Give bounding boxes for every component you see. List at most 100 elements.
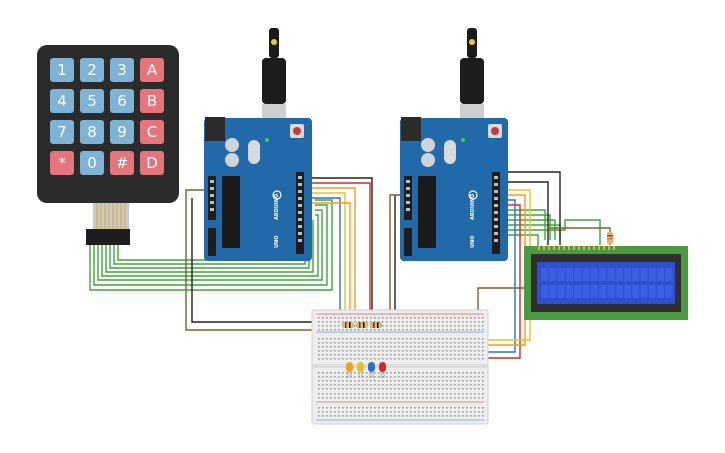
breadboard-hole <box>386 380 388 382</box>
breadboard-hole <box>326 325 328 327</box>
breadboard-hole <box>394 338 396 340</box>
keypad-key[interactable]: 3 <box>110 58 134 82</box>
lcd-16x2[interactable] <box>524 232 688 320</box>
breadboard-hole <box>466 346 468 348</box>
keypad-key[interactable]: 4 <box>50 89 74 113</box>
breadboard-hole <box>342 388 344 390</box>
keypad-key[interactable]: * <box>50 151 74 175</box>
breadboard-hole <box>462 358 464 360</box>
breadboard-hole <box>354 376 356 378</box>
breadboard-hole <box>402 415 404 417</box>
breadboard-hole <box>354 411 356 413</box>
breadboard-hole <box>386 415 388 417</box>
breadboard-hole <box>342 342 344 344</box>
breadboard-hole <box>406 407 408 409</box>
breadboard-hole <box>374 358 376 360</box>
keypad-key[interactable]: 2 <box>80 58 104 82</box>
breadboard-hole <box>410 338 412 340</box>
breadboard-hole <box>418 415 420 417</box>
keypad-key[interactable]: 6 <box>110 89 134 113</box>
keypad-key[interactable]: 0 <box>80 151 104 175</box>
breadboard-hole <box>398 317 400 319</box>
key-cap <box>140 58 164 82</box>
breadboard-hole <box>422 338 424 340</box>
breadboard-hole <box>366 329 368 331</box>
breadboard-hole <box>374 376 376 378</box>
keypad-key[interactable]: 8 <box>80 120 104 144</box>
breadboard-hole <box>390 321 392 323</box>
breadboard-hole <box>458 325 460 327</box>
key-cap <box>80 151 104 175</box>
breadboard-hole <box>462 411 464 413</box>
breadboard-hole <box>430 415 432 417</box>
breadboard-hole <box>354 380 356 382</box>
keypad-key[interactable]: 1 <box>50 58 74 82</box>
breadboard-hole <box>338 350 340 352</box>
breadboard-hole <box>390 411 392 413</box>
breadboard-hole <box>406 384 408 386</box>
breadboard-hole <box>346 393 348 395</box>
breadboard-hole <box>334 397 336 399</box>
leds <box>346 362 386 378</box>
arduino-uno-right[interactable]: ARDUINO UNO <box>400 28 508 261</box>
keypad-key[interactable]: 7 <box>50 120 74 144</box>
breadboard-hole <box>474 346 476 348</box>
breadboard-hole <box>398 346 400 348</box>
arduino-uno-left[interactable]: ARDUINO UNO <box>204 28 312 261</box>
breadboard-hole <box>326 358 328 360</box>
breadboard-hole <box>390 415 392 417</box>
lcd-cell <box>607 285 615 298</box>
breadboard-hole <box>466 329 468 331</box>
breadboard-hole <box>418 393 420 395</box>
breadboard-hole <box>414 354 416 356</box>
keypad-key[interactable]: A <box>140 58 164 82</box>
keypad-key[interactable]: 5 <box>80 89 104 113</box>
breadboard-hole <box>438 321 440 323</box>
breadboard-hole <box>342 346 344 348</box>
keypad-key[interactable]: 9 <box>110 120 134 144</box>
keypad-key[interactable]: # <box>110 151 134 175</box>
breadboard-hole <box>438 338 440 340</box>
breadboard-hole <box>462 376 464 378</box>
lcd-cell <box>549 268 557 281</box>
breadboard-hole <box>402 384 404 386</box>
breadboard-hole <box>394 380 396 382</box>
breadboard-hole <box>430 350 432 352</box>
breadboard-hole <box>338 415 340 417</box>
lcd-cell <box>541 268 548 281</box>
breadboard-hole <box>354 358 356 360</box>
breadboard-hole <box>386 338 388 340</box>
breadboard-hole <box>482 380 484 382</box>
breadboard[interactable] <box>311 309 489 425</box>
breadboard-hole <box>382 388 384 390</box>
breadboard-hole <box>398 407 400 409</box>
breadboard-hole <box>462 407 464 409</box>
breadboard-hole <box>326 388 328 390</box>
keypad-key[interactable]: B <box>140 89 164 113</box>
keypad-key[interactable]: D <box>140 151 164 175</box>
key-label: B <box>147 92 157 110</box>
breadboard-hole <box>422 342 424 344</box>
breadboard-hole <box>454 376 456 378</box>
breadboard-hole <box>470 325 472 327</box>
breadboard-hole <box>478 372 480 374</box>
lcd-cell <box>590 285 598 298</box>
breadboard-hole <box>382 407 384 409</box>
keypad-key[interactable]: C <box>140 120 164 144</box>
breadboard-hole <box>342 317 344 319</box>
breadboard-hole <box>342 380 344 382</box>
key-cap <box>80 120 104 144</box>
breadboard-hole <box>462 415 464 417</box>
breadboard-hole <box>362 411 364 413</box>
breadboard-hole <box>406 393 408 395</box>
breadboard-hole <box>370 350 372 352</box>
breadboard-hole <box>446 338 448 340</box>
breadboard-hole <box>362 393 364 395</box>
breadboard-hole <box>382 397 384 399</box>
breadboard-hole <box>426 338 428 340</box>
breadboard-hole <box>434 342 436 344</box>
breadboard-hole <box>322 384 324 386</box>
breadboard-hole <box>414 376 416 378</box>
breadboard-hole <box>390 350 392 352</box>
